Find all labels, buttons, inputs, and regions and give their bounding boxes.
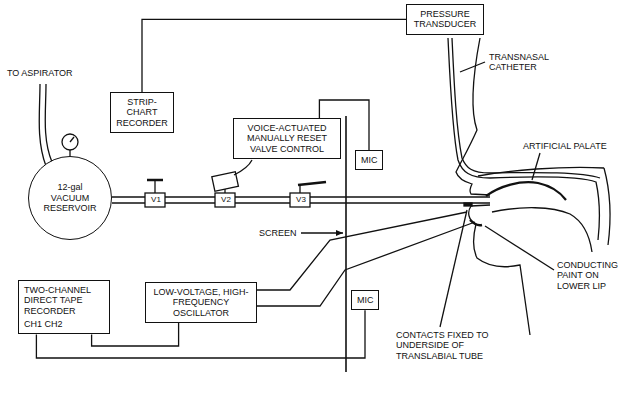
valve-stem [154,180,155,193]
part-label: ARTIFICIAL PALATE [522,141,608,151]
face-profile [456,38,490,195]
leader-line [485,226,554,270]
microphone-box: MIC [351,290,379,310]
valve-label: V1 [145,195,167,205]
vacuum-reservoir: 12-gal VACUUM RESERVOIR [28,156,112,240]
artificial-palate [486,182,566,200]
transnasal-catheter [452,38,600,178]
box-text: MIC [361,155,377,165]
valve-handle [147,179,163,182]
box-text: VOICE-ACTUATED MANUALLY RESET VALVE CONT… [239,123,335,154]
box-text: MIC [357,295,373,305]
part-label: TRANSNASAL CATHETER [488,52,562,73]
aspirator-hose [45,84,52,162]
tube-contacts [464,203,472,206]
valve-label: V3 [290,195,312,205]
valve-label: V2 [215,195,237,205]
leader-line [440,210,467,327]
transnasal-catheter [448,38,599,240]
oscillator-box: LOW-VOLTAGE, HIGH-FREQUENCY OSCILLATOR [145,282,257,323]
box-text: LOW-VOLTAGE, HIGH-FREQUENCY OSCILLATOR [151,287,251,318]
tongue [492,208,592,252]
signal-wire [142,19,406,92]
pharynx-wall [604,168,610,245]
valve-stem [299,185,300,193]
face-profile [469,205,530,335]
vacuum-gauge [62,134,78,150]
valve-stem [224,189,225,193]
box-text: TWO-CHANNEL DIRECT TAPE RECORDER [24,285,104,316]
leader-line [301,232,343,233]
valve-lever [298,182,326,185]
channel-labels: CH1 CH2 [24,319,104,329]
tape-recorder-box: TWO-CHANNEL DIRECT TAPE RECORDER CH1 CH2 [18,280,110,334]
part-label: CONDUCTING PAINT ON LOWER LIP [556,260,624,291]
conducting-paint [470,220,482,225]
box-text: STRIP-CHART RECORDER [116,97,168,128]
transducer-box: PRESSURE TRANSDUCER [406,4,484,35]
leader-line [532,153,540,180]
acoustic-screen [345,116,347,372]
valve-control-box: VOICE-ACTUATED MANUALLY RESET VALVE CONT… [233,118,341,159]
microphone-box: MIC [355,150,383,170]
recorder-box: STRIP-CHART RECORDER [110,92,174,133]
port-label: TO ASPIRATOR [6,68,74,78]
part-label: CONTACTS FIXED TO UNDERSIDE OF TRANSLABI… [395,330,499,361]
leader-line [460,62,485,72]
gauge-needle [70,137,74,142]
control-wire [234,160,252,175]
box-text: PRESSURE TRANSDUCER [412,9,478,30]
box-text: 12-gal VACUUM RESERVOIR [41,182,99,213]
contact-wire [257,212,467,290]
part-label: SCREEN [258,228,298,238]
